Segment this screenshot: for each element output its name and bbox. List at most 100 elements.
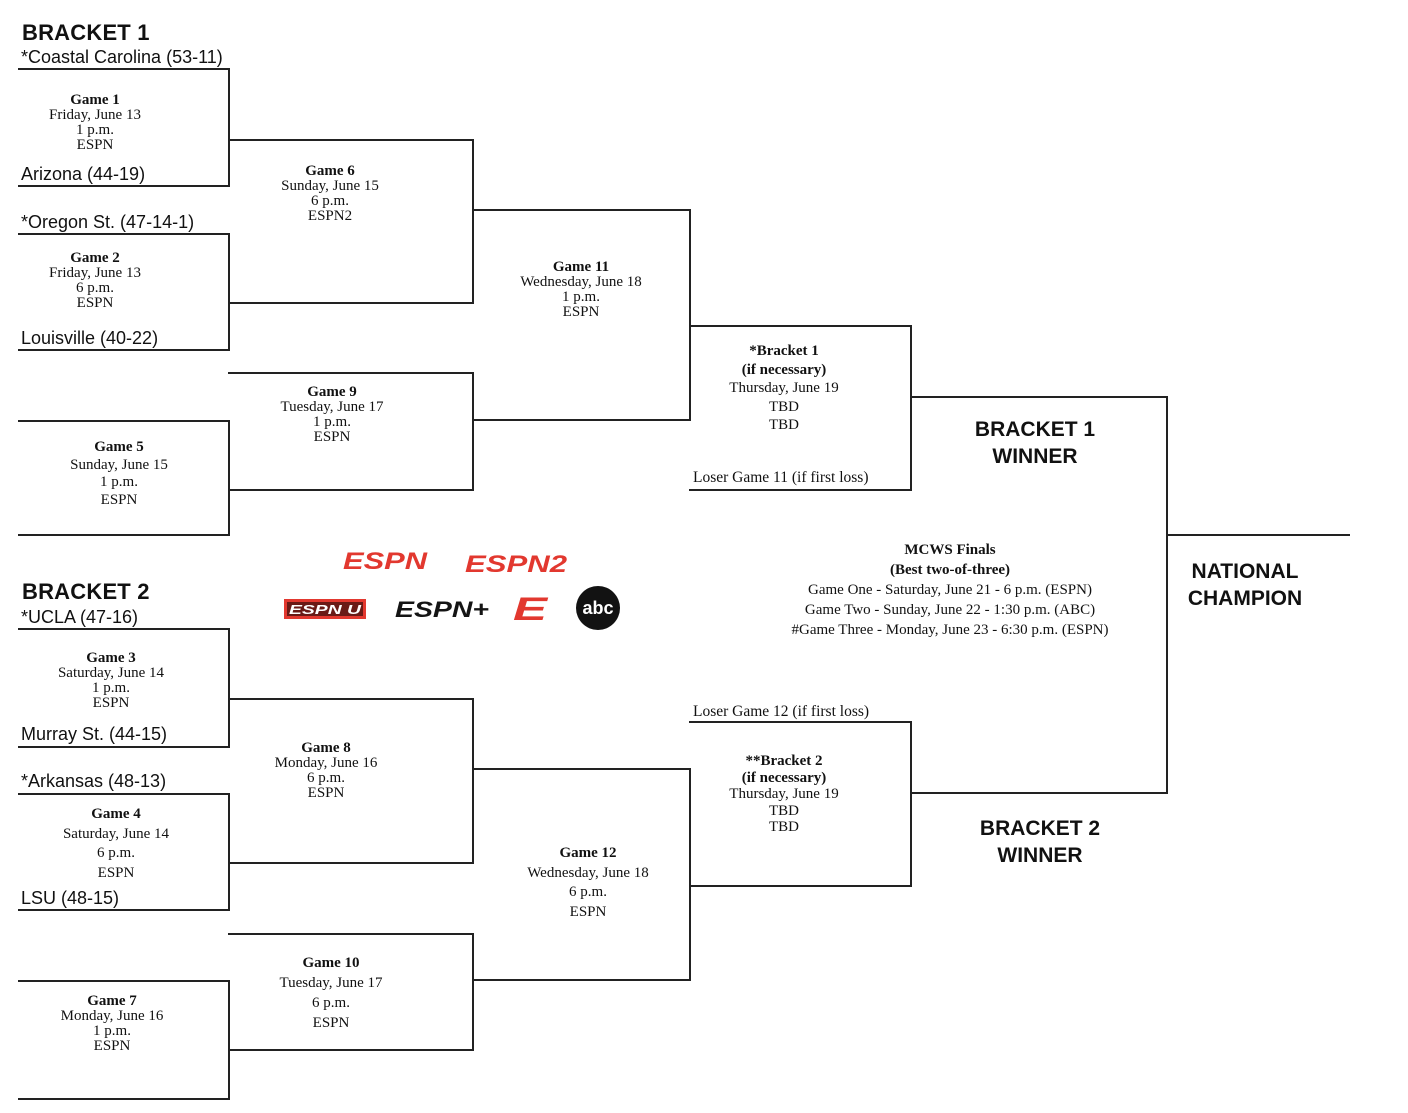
winner-line: BRACKET 2 bbox=[979, 817, 1101, 840]
bracket-line bbox=[228, 139, 474, 141]
finals-game-one: Game One - Saturday, June 21 - 6 p.m. (E… bbox=[808, 582, 1092, 598]
game-date: Thursday, June 19 bbox=[729, 786, 839, 802]
game-time: 1 p.m. bbox=[562, 289, 600, 305]
game-network: ESPN bbox=[307, 785, 345, 801]
bracket-line bbox=[228, 372, 474, 374]
game-date: Monday, June 16 bbox=[60, 1008, 164, 1024]
team-coastal-carolina: *Coastal Carolina (53-11) bbox=[21, 47, 223, 67]
bracket-line bbox=[472, 979, 691, 981]
game-network: ESPN2 bbox=[307, 208, 353, 224]
bracket-line bbox=[228, 862, 474, 864]
game-time: 6 p.m. bbox=[76, 280, 114, 296]
game-date: Friday, June 13 bbox=[49, 265, 141, 281]
game-date: Sunday, June 15 bbox=[70, 456, 168, 473]
bracket-line bbox=[228, 489, 474, 491]
game-time: 1 p.m. bbox=[100, 474, 138, 490]
bracket-line bbox=[228, 420, 230, 536]
game-network: ESPN bbox=[76, 137, 114, 153]
game-time: 6 p.m. bbox=[569, 884, 607, 900]
bracket-line bbox=[228, 1049, 474, 1051]
game-3-info: Game 3 Saturday, June 14 1 p.m. ESPN bbox=[36, 651, 186, 711]
game-time: 6 p.m. bbox=[311, 193, 349, 209]
game-date: Saturday, June 14 bbox=[62, 825, 170, 842]
espnu-logo-text: ESPN U bbox=[289, 602, 362, 617]
national-champion-label: NATIONAL CHAMPION bbox=[1160, 558, 1330, 612]
finals-game-three: #Game Three - Monday, June 23 - 6:30 p.m… bbox=[791, 622, 1109, 638]
bracket-line bbox=[228, 698, 474, 700]
game-9-info: Game 9 Tuesday, June 17 1 p.m. ESPN bbox=[257, 385, 407, 445]
espn-logo: ESPN bbox=[343, 546, 429, 575]
bracket-line bbox=[689, 489, 912, 491]
espn-plus-logo: ESPN+ bbox=[395, 596, 491, 622]
team-lsu: LSU (48-15) bbox=[21, 888, 120, 908]
bracket-line bbox=[472, 933, 474, 1051]
finals-game-two: Game Two - Sunday, June 22 - 1:30 p.m. (… bbox=[804, 602, 1096, 618]
team-arkansas: *Arkansas (48-13) bbox=[21, 771, 167, 791]
winner-line: WINNER bbox=[992, 445, 1078, 468]
espn-e-icon: E bbox=[512, 591, 550, 627]
game-subtitle: (if necessary) bbox=[741, 361, 827, 378]
bracket-line bbox=[472, 209, 691, 211]
game-title: Game 5 bbox=[94, 439, 144, 455]
team-ucla: *UCLA (47-16) bbox=[21, 607, 139, 627]
game-title: Game 7 bbox=[87, 993, 137, 1009]
espn-plus-logo-text: ESPN+ bbox=[395, 597, 489, 622]
game-network: ESPN bbox=[100, 491, 138, 508]
game-time: 6 p.m. bbox=[312, 995, 350, 1011]
loser-game-12-label: Loser Game 12 (if first loss) bbox=[693, 703, 870, 720]
bracket-line bbox=[18, 909, 230, 911]
champion-line-text: NATIONAL bbox=[1191, 560, 1299, 583]
game-date: Monday, June 16 bbox=[274, 755, 378, 771]
game-title: Game 11 bbox=[552, 259, 610, 275]
bracket-line bbox=[689, 209, 691, 421]
espn2-logo-text: ESPN2 bbox=[465, 551, 568, 577]
game-time: 1 p.m. bbox=[313, 414, 351, 430]
bracket-line bbox=[18, 534, 230, 536]
game-time: TBD bbox=[769, 398, 799, 415]
game-network: ESPN bbox=[97, 864, 135, 881]
bracket-line bbox=[689, 885, 912, 887]
game-network: ESPN bbox=[312, 1015, 350, 1031]
game-title: Game 2 bbox=[70, 250, 120, 266]
bracket-line bbox=[472, 698, 474, 864]
bracket-2-winner-label: BRACKET 2 WINNER bbox=[940, 815, 1140, 869]
game-title: Game 9 bbox=[307, 384, 357, 400]
game-6-info: Game 6 Sunday, June 15 6 p.m. ESPN2 bbox=[255, 164, 405, 224]
game-network: ESPN bbox=[562, 304, 600, 320]
game-11-info: Game 11 Wednesday, June 18 1 p.m. ESPN bbox=[501, 260, 661, 320]
bracket-line bbox=[910, 721, 912, 887]
bracket-1-winner-label: BRACKET 1 WINNER bbox=[935, 416, 1135, 470]
finals-subtitle: (Best two-of-three) bbox=[889, 562, 1011, 578]
bracket-line bbox=[910, 396, 1168, 398]
bracket-line bbox=[228, 628, 230, 748]
bracket-line bbox=[18, 746, 230, 748]
bracket-line bbox=[18, 349, 230, 351]
bracket-line bbox=[472, 139, 474, 304]
bracket-line bbox=[228, 933, 474, 935]
game-5-info: Game 5 Sunday, June 15 1 p.m. ESPN bbox=[44, 439, 194, 509]
bracket-line bbox=[18, 980, 230, 982]
game-network: ESPN bbox=[76, 295, 114, 311]
game-title: Game 3 bbox=[86, 650, 136, 666]
champion-line bbox=[1166, 534, 1350, 536]
game-time: 6 p.m. bbox=[307, 770, 345, 786]
game-time: 6 p.m. bbox=[97, 845, 135, 861]
game-7-info: Game 7 Monday, June 16 1 p.m. ESPN bbox=[37, 994, 187, 1054]
game-date: Wednesday, June 18 bbox=[520, 274, 642, 290]
game-title: **Bracket 2 bbox=[745, 753, 823, 769]
bracket-line bbox=[472, 372, 474, 491]
team-arizona: Arizona (44-19) bbox=[21, 164, 146, 184]
abc-logo: abc bbox=[575, 585, 621, 631]
game-subtitle: (if necessary) bbox=[741, 769, 827, 786]
team-oregon-st: *Oregon St. (47-14-1) bbox=[21, 212, 195, 232]
bracket-line bbox=[228, 68, 230, 187]
bracket-line bbox=[472, 768, 691, 770]
game-network: ESPN bbox=[93, 1038, 131, 1054]
bracket-line bbox=[910, 792, 1168, 794]
finals-title: MCWS Finals bbox=[904, 542, 996, 558]
game-date: Tuesday, June 17 bbox=[280, 399, 384, 415]
winner-line: WINNER bbox=[997, 844, 1083, 867]
bracket-line bbox=[18, 233, 230, 235]
game-12-info: Game 12 Wednesday, June 18 6 p.m. ESPN bbox=[508, 844, 668, 922]
